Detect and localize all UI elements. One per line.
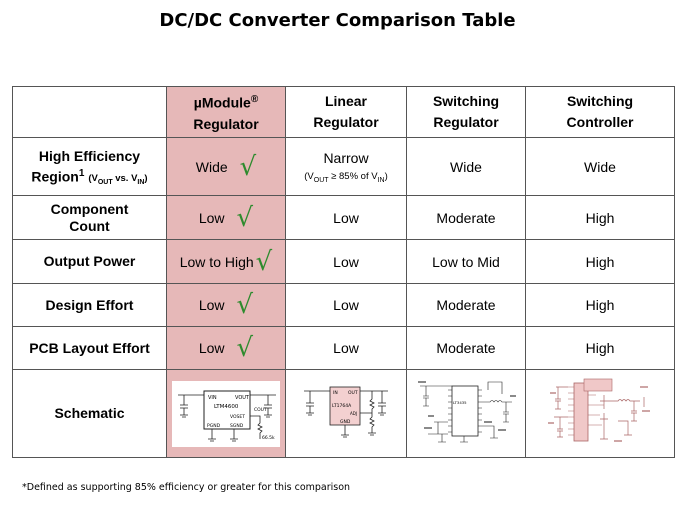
registered-mark: ® [250,94,259,106]
cell-power-switching-regulator: Low to Mid [406,239,526,284]
schematic-chip-label: LTM4600 [214,404,239,410]
schematic-label: IN [333,390,338,396]
column-header-linear: Linear Regulator [285,86,407,138]
cell-power-umodule: Low to High√ [166,239,286,284]
column-header-umodule: µModule® Regulator [166,86,286,138]
cell-value: Low [198,297,225,313]
cell-schematic-switching-controller [525,369,675,458]
schematic-label: GND [340,419,351,425]
cell-design-switching-regulator: Moderate [406,283,526,327]
cell-efficiency-umodule: Wide √ [166,137,286,196]
footnote-text: *Defined as supporting 85% efficiency or… [22,482,351,493]
cell-schematic-linear: IN OUT LT1764A ADJ GND [285,369,407,458]
comparison-table: µModule® Regulator Linear Regulator Swit… [12,86,675,458]
checkmark-icon: √ [236,290,254,320]
row-header-pcb: PCB Layout Effort [12,326,167,370]
cell-pcb-switching-regulator: Moderate [406,326,526,370]
row-header-power: Output Power [12,239,167,284]
schematic-label: PGND [207,423,221,429]
corner-cell [12,86,167,138]
row-label: Count [69,217,110,234]
cell-schematic-switching-regulator: LT3435 [406,369,526,458]
cell-component-switching-regulator: Moderate [406,195,526,240]
column-header-line1: Switching [432,93,500,109]
linear-efficiency-note: (VOUT ≥ 85% of VIN) [304,170,388,184]
row-header-component: Component Count [12,195,167,240]
column-header-line2: Controller [566,114,634,130]
schematic-label: VOUT [235,395,250,401]
schematic-label: COUT [254,407,267,413]
cell-component-switching-controller: High [525,195,675,240]
cell-power-linear: Low [285,239,407,284]
row-header-design: Design Effort [12,283,167,327]
cell-value: Low [198,340,225,356]
footnote-marker: 1 [78,167,85,179]
cell-component-linear: Low [285,195,407,240]
schematic-label: OUT [348,390,358,396]
schematic-label: VIN [208,395,217,401]
cell-value: Wide [195,158,228,175]
cell-efficiency-switching-regulator: Wide [406,137,526,196]
cell-value: Narrow [323,149,369,166]
cell-pcb-umodule: Low √ [166,326,286,370]
column-header-line2: Regulator [313,114,379,130]
checkmark-icon: √ [236,202,254,233]
schematic-chip-label: LT3435 [453,400,467,405]
switching-controller-schematic-image [548,378,650,442]
column-header-line2: Regulator [433,114,499,130]
cell-pcb-linear: Low [285,326,407,370]
checkmark-icon: √ [239,151,257,182]
schematic-chip-label: LT1764A [332,403,352,409]
cell-pcb-switching-controller: High [525,326,675,370]
table-row-design: Design Effort Low √ Low Moderate High [12,283,675,327]
column-header-line1: µModule [193,94,251,111]
header-row: µModule® Regulator Linear Regulator Swit… [12,86,675,138]
table-row-schematic: Schematic VIN VOUT LTM4600 VOSET PGND SG… [12,369,675,458]
row-label: High Efficiency [38,147,141,164]
switching-regulator-schematic-image: LT3435 [418,380,516,442]
cell-power-switching-controller: High [525,239,675,284]
linear-schematic-image: IN OUT LT1764A ADJ GND [304,386,388,437]
cell-efficiency-switching-controller: Wide [525,137,675,196]
cell-design-switching-controller: High [525,283,675,327]
table-row-power: Output Power Low to High√ Low Low to Mid… [12,239,675,284]
page-title: DC/DC Converter Comparison Table [159,10,516,31]
cell-design-umodule: Low √ [166,283,286,327]
cell-efficiency-linear: Narrow (VOUT ≥ 85% of VIN) [285,137,407,196]
row-header-schematic: Schematic [12,369,167,458]
schematic-label: ADJ [350,411,357,416]
column-header-line1: Switching [566,93,634,109]
column-header-line2: Regulator [193,115,259,132]
schematic-label: SGND [230,423,244,429]
column-header-switching-controller: Switching Controller [525,86,675,138]
column-header-switching-regulator: Switching Regulator [406,86,526,138]
table-row-pcb: PCB Layout Effort Low √ Low Moderate High [12,326,675,370]
schematic-label: 66.5k [262,435,275,441]
row-header-efficiency: High Efficiency Region1 (VOUT vs. VIN) [12,137,167,196]
cell-value: Low to High [179,253,254,270]
table-row-component: Component Count Low √ Low Moderate High [12,195,675,240]
checkmark-icon: √ [236,333,254,363]
row-label: Component [50,200,129,217]
schematic-label: VOSET [230,414,245,420]
column-header-line1: Linear [324,93,367,109]
table-row-efficiency: High Efficiency Region1 (VOUT vs. VIN) W… [12,137,675,196]
umodule-schematic-image: VIN VOUT LTM4600 VOSET PGND SGND COUT 66… [172,380,280,447]
cell-schematic-umodule: VIN VOUT LTM4600 VOSET PGND SGND COUT 66… [166,369,286,458]
cell-design-linear: Low [285,283,407,327]
cell-value: Low [198,209,225,226]
cell-component-umodule: Low √ [166,195,286,240]
row-label: Region [31,168,79,185]
row-label-qualifier: (VOUT vs. VIN) [88,173,148,187]
checkmark-icon: √ [255,246,273,277]
